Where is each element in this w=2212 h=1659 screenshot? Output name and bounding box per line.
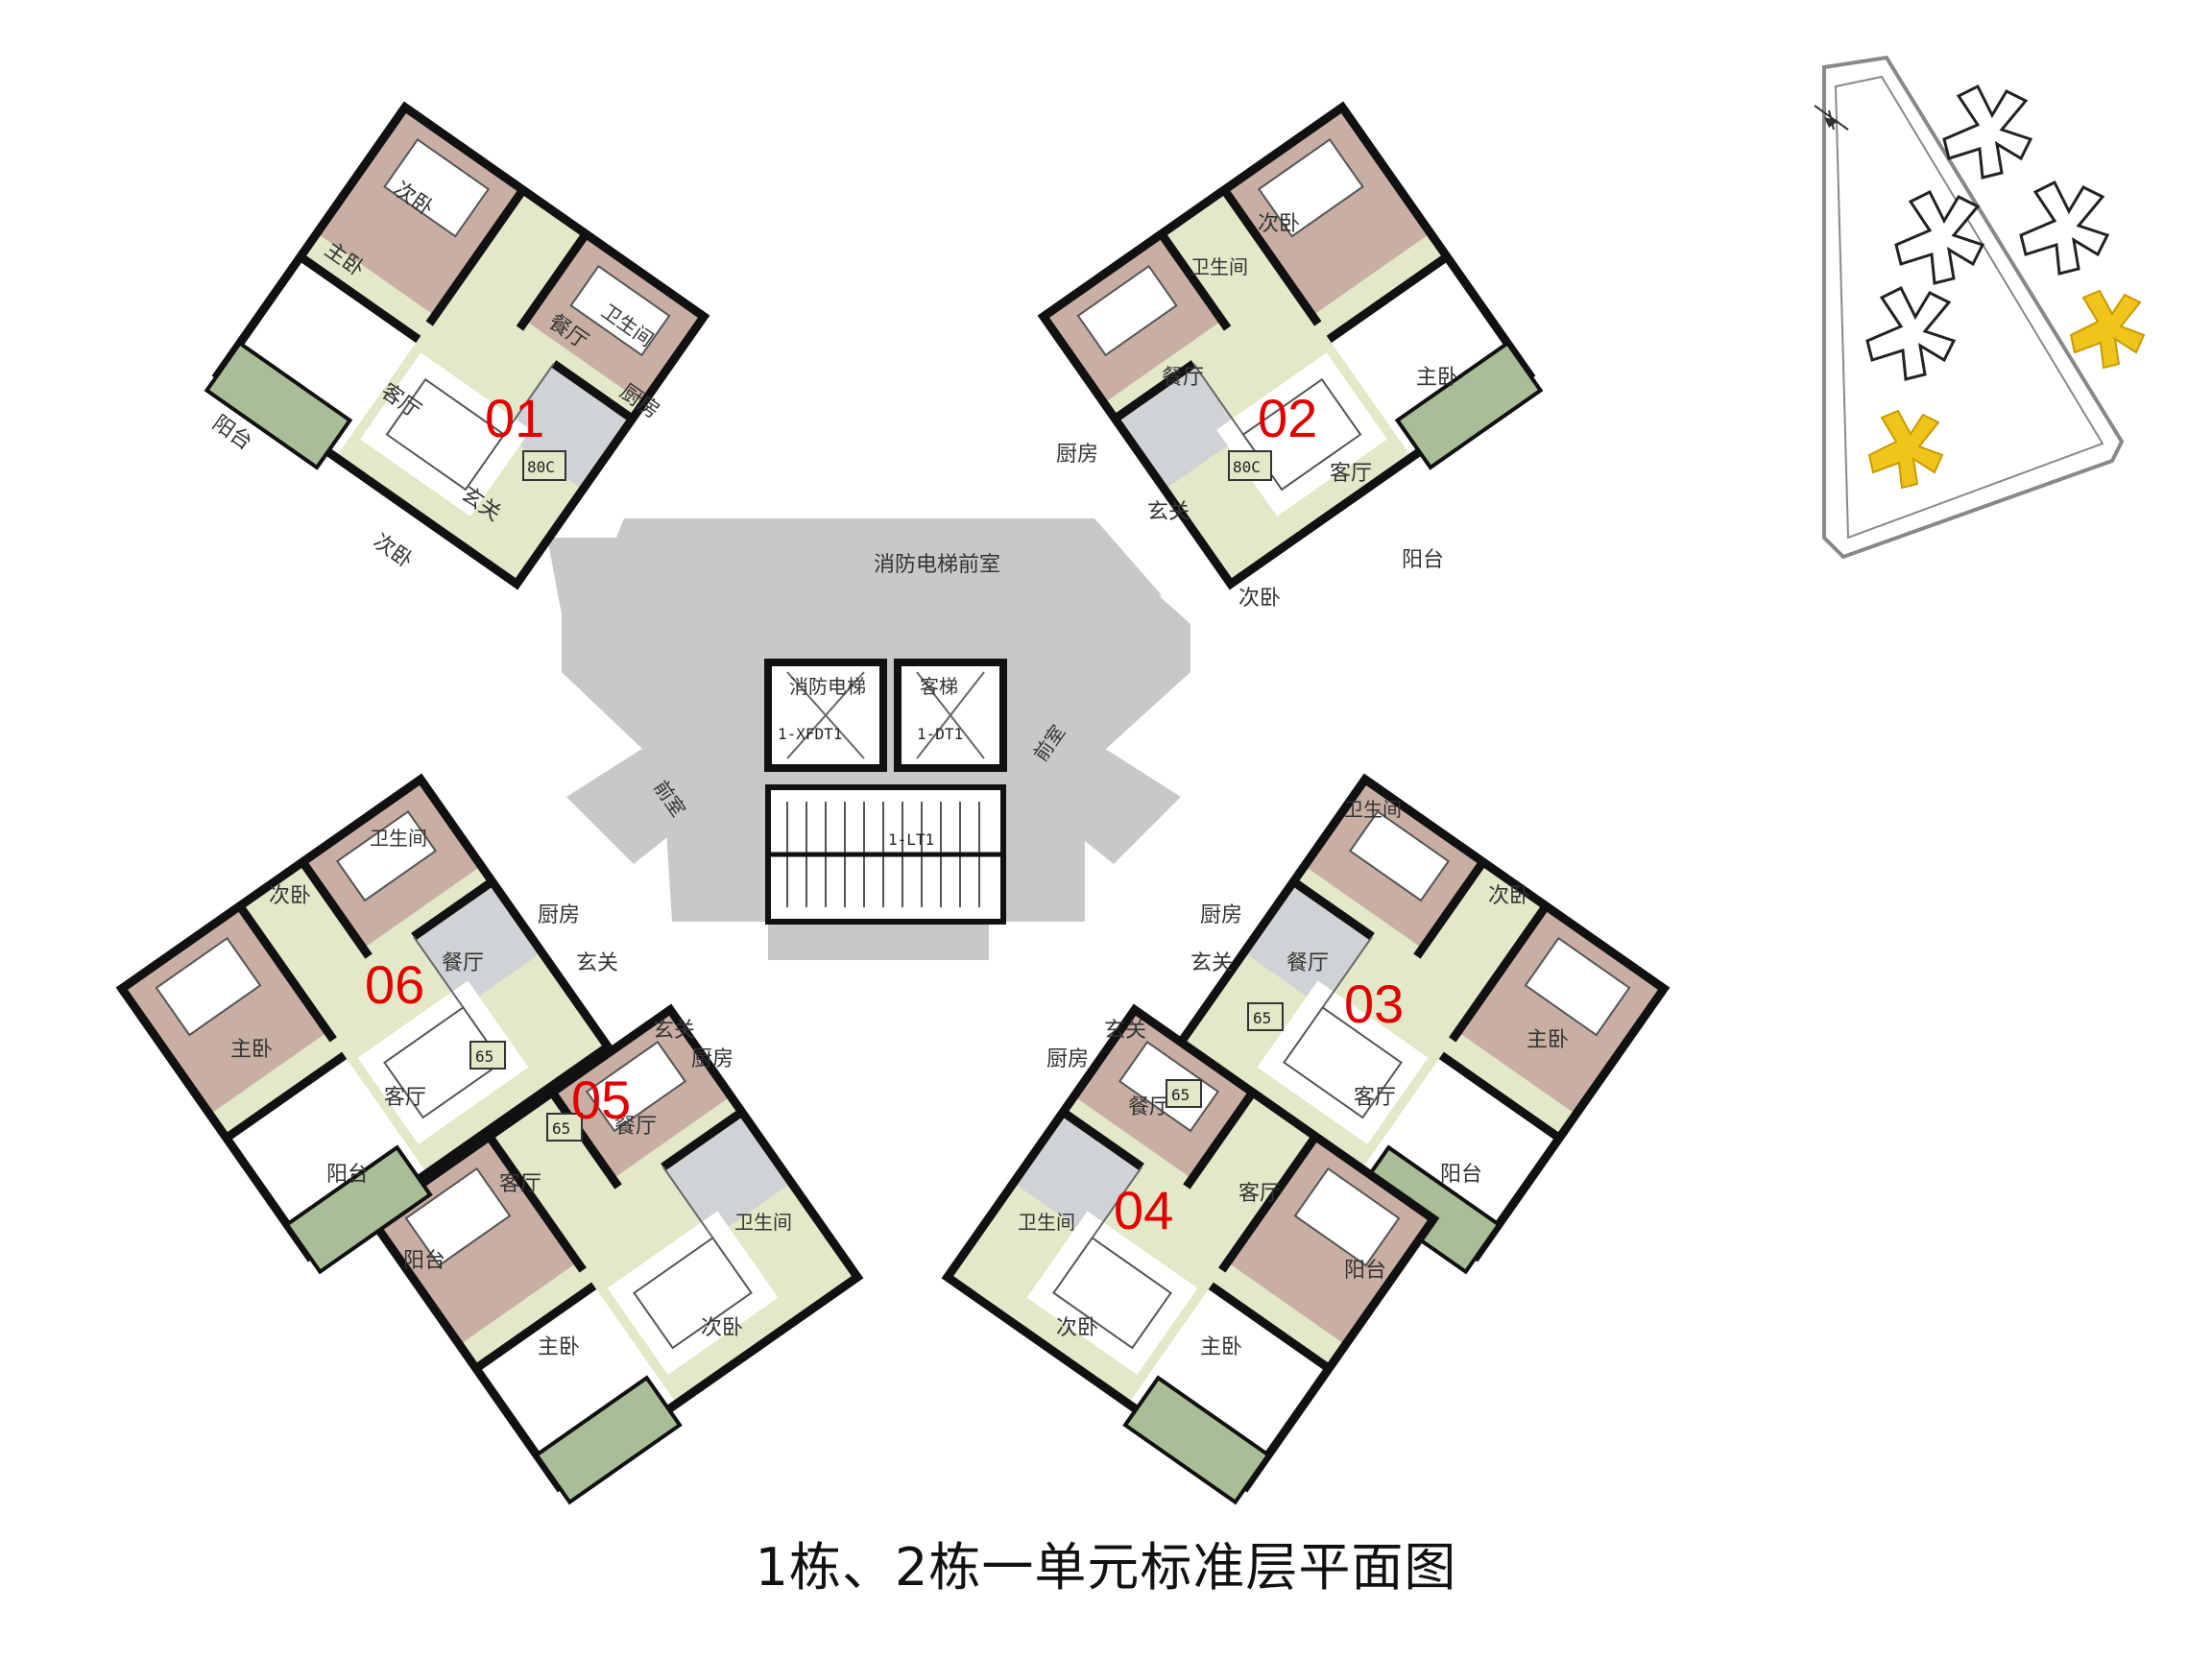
unit-04-dining: 餐厅	[1128, 1095, 1170, 1119]
unit-02-living: 客厅	[1330, 462, 1372, 486]
unit-02-entry: 玄关	[1147, 500, 1190, 524]
unit-04-balcony: 阳台	[1344, 1259, 1386, 1283]
core-lobby-label: 消防电梯前室	[874, 553, 1000, 577]
unit-06-dining: 餐厅	[442, 951, 484, 975]
unit-03-bed2: 次卧	[1488, 884, 1530, 908]
unit-03-kitchen: 厨房	[1200, 903, 1242, 927]
fire-lift-label: 消防电梯	[789, 675, 866, 698]
unit-06-master: 主卧	[230, 1038, 273, 1062]
unit-05-area-tag: 65	[552, 1119, 570, 1138]
unit-04-bed2: 次卧	[1056, 1316, 1098, 1340]
unit-01-number: 01	[485, 388, 544, 448]
unit-03-number: 03	[1344, 974, 1404, 1034]
unit-04-master: 主卧	[1200, 1335, 1242, 1359]
unit-05-number: 05	[571, 1070, 631, 1130]
unit-03-living: 客厅	[1354, 1086, 1396, 1110]
unit-03-entry: 玄关	[1190, 951, 1233, 975]
unit-03-area-tag: 65	[1253, 1009, 1271, 1027]
unit-02-dining: 餐厅	[1162, 366, 1204, 390]
unit-05-master: 主卧	[538, 1335, 580, 1359]
site-building	[2019, 180, 2110, 276]
unit-02-bath: 卫生间	[1190, 255, 1248, 278]
unit-04-kitchen: 厨房	[1046, 1047, 1089, 1071]
site-building	[1942, 84, 2033, 180]
unit-05-balcony: 阳台	[403, 1249, 445, 1273]
unit-06-number: 06	[365, 954, 424, 1015]
unit-05-kitchen: 厨房	[691, 1047, 733, 1071]
unit-02-master: 主卧	[1416, 366, 1458, 390]
site-building	[1894, 189, 1985, 285]
unit-05-bed2: 次卧	[701, 1316, 743, 1340]
unit-02-bed2a: 次卧	[1258, 212, 1300, 236]
unit-05	[372, 1010, 869, 1505]
unit-03-balcony: 阳台	[1440, 1163, 1482, 1187]
unit-02-bed2b: 次卧	[1238, 587, 1281, 611]
unit-05-dining: 餐厅	[614, 1115, 657, 1139]
unit-04	[936, 1010, 1433, 1505]
unit-02-balcony: 阳台	[1402, 548, 1444, 572]
unit-01	[204, 108, 704, 600]
unit-04-area-tag: 65	[1171, 1086, 1190, 1104]
unit-06-bath: 卫生间	[370, 827, 427, 850]
unit-04-living: 客厅	[1238, 1182, 1281, 1206]
passenger-lift-tag: 1-DT1	[917, 725, 963, 743]
unit-04-bath: 卫生间	[1018, 1211, 1075, 1234]
north-arrow-icon	[1814, 105, 1849, 131]
unit-05-living: 客厅	[499, 1172, 541, 1196]
unit-03-dining: 餐厅	[1286, 951, 1329, 975]
fire-lift-tag: 1-XFDT1	[778, 725, 842, 743]
unit-06-kitchen: 厨房	[538, 903, 580, 927]
unit-03-master: 主卧	[1527, 1028, 1569, 1052]
unit-06	[122, 780, 619, 1275]
unit-02-area-tag: 80C	[1233, 458, 1261, 476]
drawing-caption: 1栋、2栋一单元标准层平面图	[755, 1537, 1457, 1598]
unit-02-kitchen: 厨房	[1056, 443, 1098, 467]
unit-02-number: 02	[1258, 388, 1317, 448]
unit-01-area-tag: 80C	[527, 458, 555, 476]
passenger-lift-label: 客梯	[920, 675, 958, 698]
unit-02	[1044, 108, 1544, 600]
unit-03-bath: 卫生间	[1344, 798, 1402, 821]
unit-06-living: 客厅	[384, 1086, 426, 1110]
unit-06-balcony: 阳台	[326, 1163, 369, 1187]
site-building	[1865, 285, 1957, 381]
site-plan	[1814, 55, 2146, 560]
site-building-highlight	[2069, 289, 2146, 370]
site-building-highlight	[1867, 409, 1944, 490]
unit-06-entry: 玄关	[576, 951, 618, 975]
unit-01-bed2b: 次卧	[369, 530, 417, 574]
unit-05-entry: 玄关	[653, 1019, 695, 1043]
unit-05-bath: 卫生间	[734, 1211, 792, 1234]
unit-04-entry: 玄关	[1104, 1019, 1146, 1043]
unit-06-bed2: 次卧	[269, 884, 311, 908]
core: 消防电梯前室 消防电梯 客梯 1-XFDT1 1-DT1 1-LT1 前室 前室	[547, 518, 1190, 960]
unit-06-area-tag: 65	[475, 1047, 493, 1066]
unit-04-number: 04	[1114, 1180, 1173, 1240]
stair-tag: 1-LT1	[888, 830, 934, 849]
